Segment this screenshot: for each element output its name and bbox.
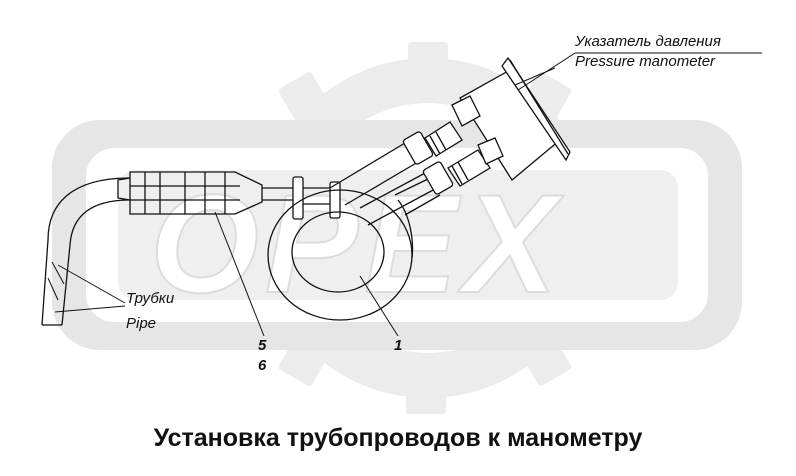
ring-clamp [267,189,414,321]
leader-lines [54,52,762,337]
watermark-logo: OPEX [52,42,742,414]
pipes-label-en: Pipe [126,315,156,332]
pipes-label-ru: Трубки [126,290,175,307]
coupling-sleeve [117,171,341,220]
manometer-pipes [329,121,491,226]
part-1-label: 1 [394,337,402,354]
diagram-caption: Установка трубопроводов к манометру [154,424,643,452]
pressure-gauge [451,56,571,181]
watermark-text: OPEX [150,165,565,322]
left-bent-pipe [41,177,131,326]
pressure-label-en: Pressure manometer [575,53,716,70]
pipe-assembly-drawing [41,52,762,337]
pressure-label-ru: Указатель давления [574,33,721,50]
part-5-label: 5 [258,337,267,354]
part-6-label: 6 [258,357,267,374]
